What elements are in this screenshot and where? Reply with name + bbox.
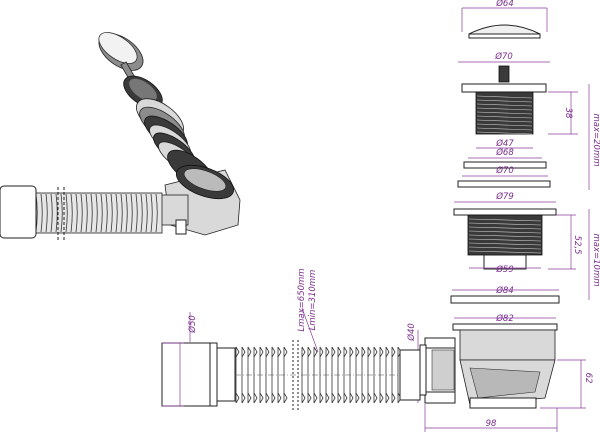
max-height-upper-label: max=20mm <box>591 113 600 166</box>
strainer-view: Ø70 Ø47 38 max=20mm <box>458 51 600 190</box>
hose-end-diameter-label: Ø50 <box>187 315 198 334</box>
height-52-label: 52,5 <box>572 236 582 255</box>
lower-strainer-view: Ø79 Ø59 52,5 max=10mm <box>453 191 600 300</box>
body-diameter-label: Ø82 <box>495 313 514 324</box>
thread-diameter-label: Ø47 <box>495 138 514 149</box>
flange2-diameter-label: Ø79 <box>495 191 514 202</box>
ring1-diameter-label: Ø68 <box>495 147 514 158</box>
body-height-label: 38 <box>563 108 573 119</box>
thread2-diameter-label: Ø59 <box>495 264 514 275</box>
flange-diameter-label: Ø70 <box>494 51 513 62</box>
cap-diameter-label: Ø64 <box>495 0 514 9</box>
hose-lmin-label: Lmin=310mm <box>308 270 318 331</box>
gasket-diameter-label: Ø84 <box>495 285 514 296</box>
siphon-section-view: Ø84 Ø82 Ø40 62 98 <box>406 285 593 432</box>
siphon-width-label: 98 <box>486 419 497 429</box>
strainer-stack-3d <box>123 75 213 187</box>
hose-lmax-label: Lmax=650mm <box>297 268 307 331</box>
exploded-3d-view <box>0 32 241 240</box>
plug-cap-3d <box>98 32 144 85</box>
siphon-body-3d <box>159 164 241 236</box>
outlet-diameter-label: Ø40 <box>406 323 417 342</box>
siphon-height-label: 62 <box>583 373 593 384</box>
ring2-diameter-label: Ø70 <box>495 165 514 176</box>
plug-cap-view: Ø64 <box>461 0 548 39</box>
rings-view: Ø68 Ø70 <box>457 147 551 188</box>
hose-section-view: Ø50 Lmin=310mm Lmax=650mm <box>161 268 421 410</box>
hose-3d <box>0 185 163 240</box>
max-height-lower-label: max=10mm <box>591 233 600 286</box>
